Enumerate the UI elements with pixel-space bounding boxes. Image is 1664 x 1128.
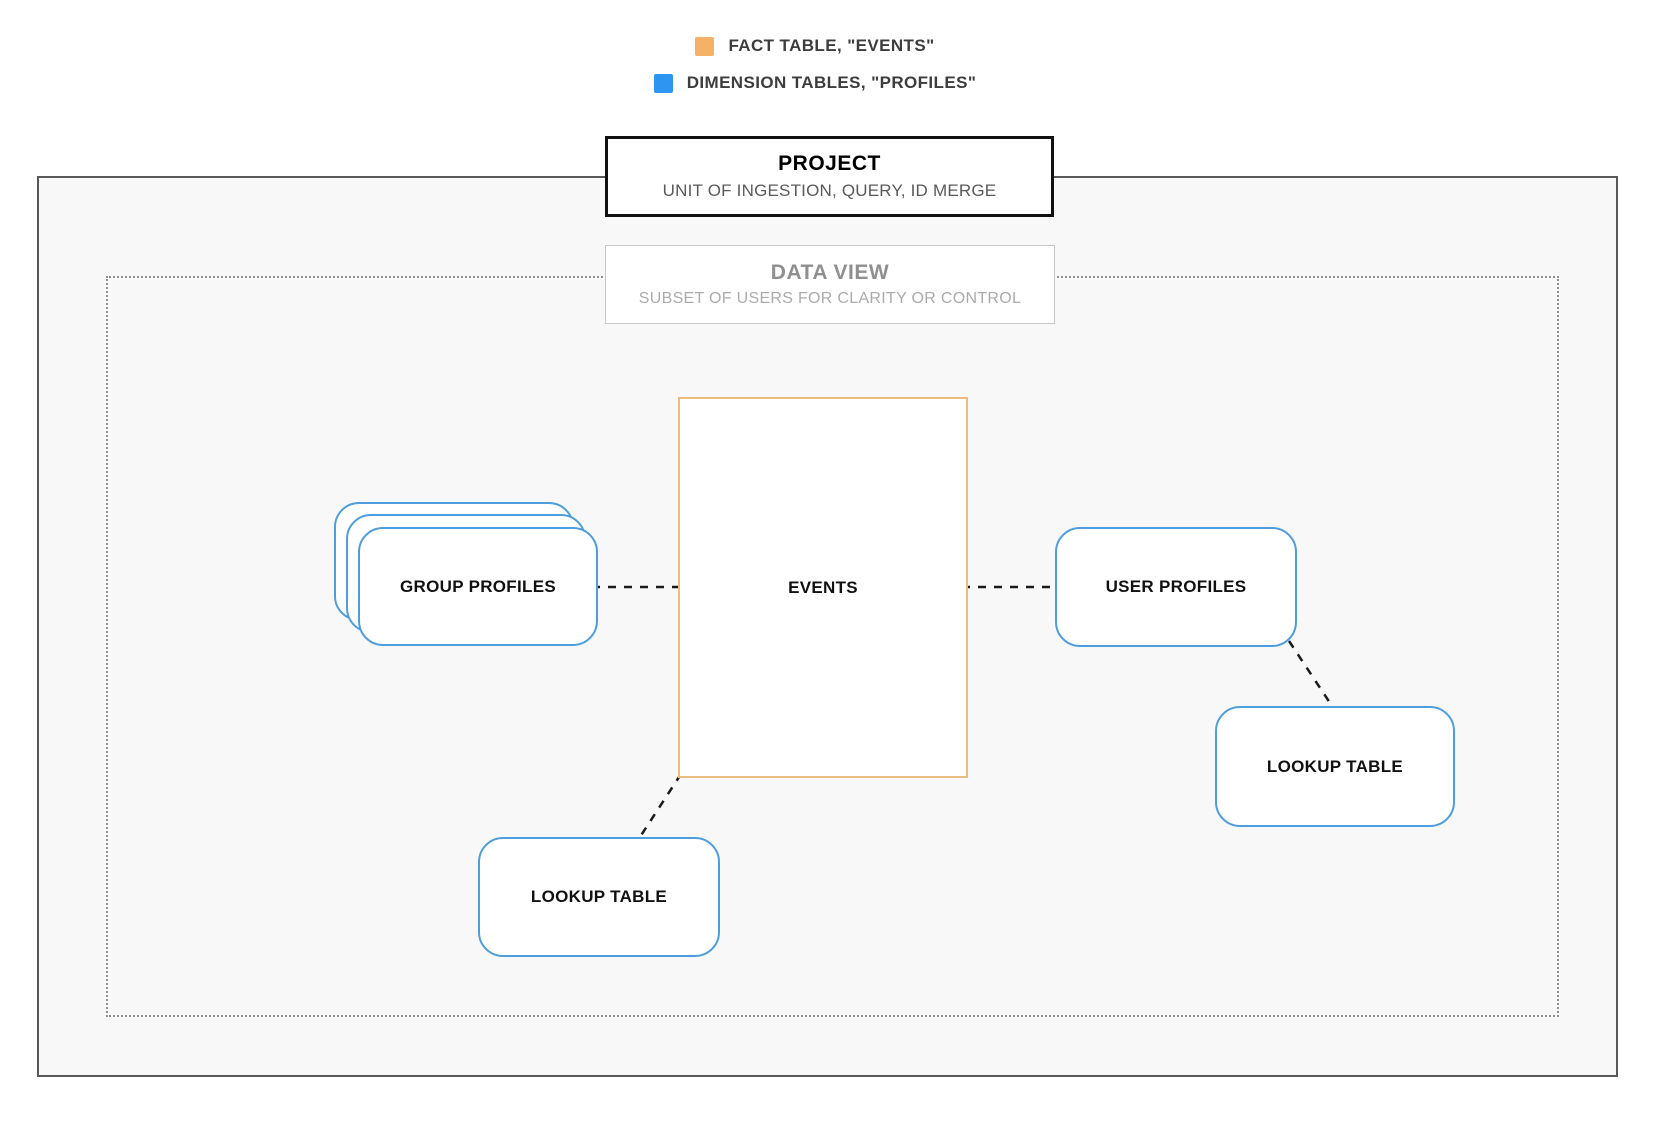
- project-subtitle: UNIT OF INGESTION, QUERY, ID MERGE: [662, 181, 997, 200]
- project-title: PROJECT: [778, 152, 881, 175]
- data-view-title: DATA VIEW: [770, 261, 890, 284]
- lookup-table-bottom-label: LOOKUP TABLE: [530, 887, 668, 906]
- group-profiles-node: GROUP PROFILES: [334, 502, 600, 648]
- group-profiles-node-label: GROUP PROFILES: [400, 576, 556, 596]
- lookup-table-right-node: LOOKUP TABLE: [1215, 706, 1455, 827]
- fact-table-swatch-icon: [695, 36, 715, 56]
- legend-label-fact: FACT TABLE, "EVENTS": [728, 36, 935, 55]
- legend-label-dimension: DIMENSION TABLES, "PROFILES": [686, 73, 977, 92]
- data-view-subtitle: SUBSET OF USERS FOR CLARITY OR CONTROL: [638, 290, 1022, 307]
- legend: FACT TABLE, "EVENTS" DIMENSION TABLES, "…: [0, 36, 1630, 93]
- dimension-table-swatch-icon: [653, 73, 673, 93]
- user-profiles-node-label: USER PROFILES: [1105, 577, 1247, 596]
- events-node: EVENTS: [678, 397, 968, 778]
- data-view-label-box: DATA VIEW SUBSET OF USERS FOR CLARITY OR…: [605, 245, 1055, 324]
- events-node-label: EVENTS: [788, 577, 858, 597]
- legend-item-fact: FACT TABLE, "EVENTS": [695, 36, 934, 56]
- lookup-table-bottom-node: LOOKUP TABLE: [478, 837, 720, 957]
- lookup-table-right-label: LOOKUP TABLE: [1266, 756, 1404, 776]
- project-label-box: PROJECT UNIT OF INGESTION, QUERY, ID MER…: [605, 136, 1054, 217]
- group-profiles-card-front: GROUP PROFILES: [358, 527, 598, 646]
- user-profiles-node: USER PROFILES: [1055, 527, 1297, 647]
- legend-item-dimension: DIMENSION TABLES, "PROFILES": [653, 73, 977, 93]
